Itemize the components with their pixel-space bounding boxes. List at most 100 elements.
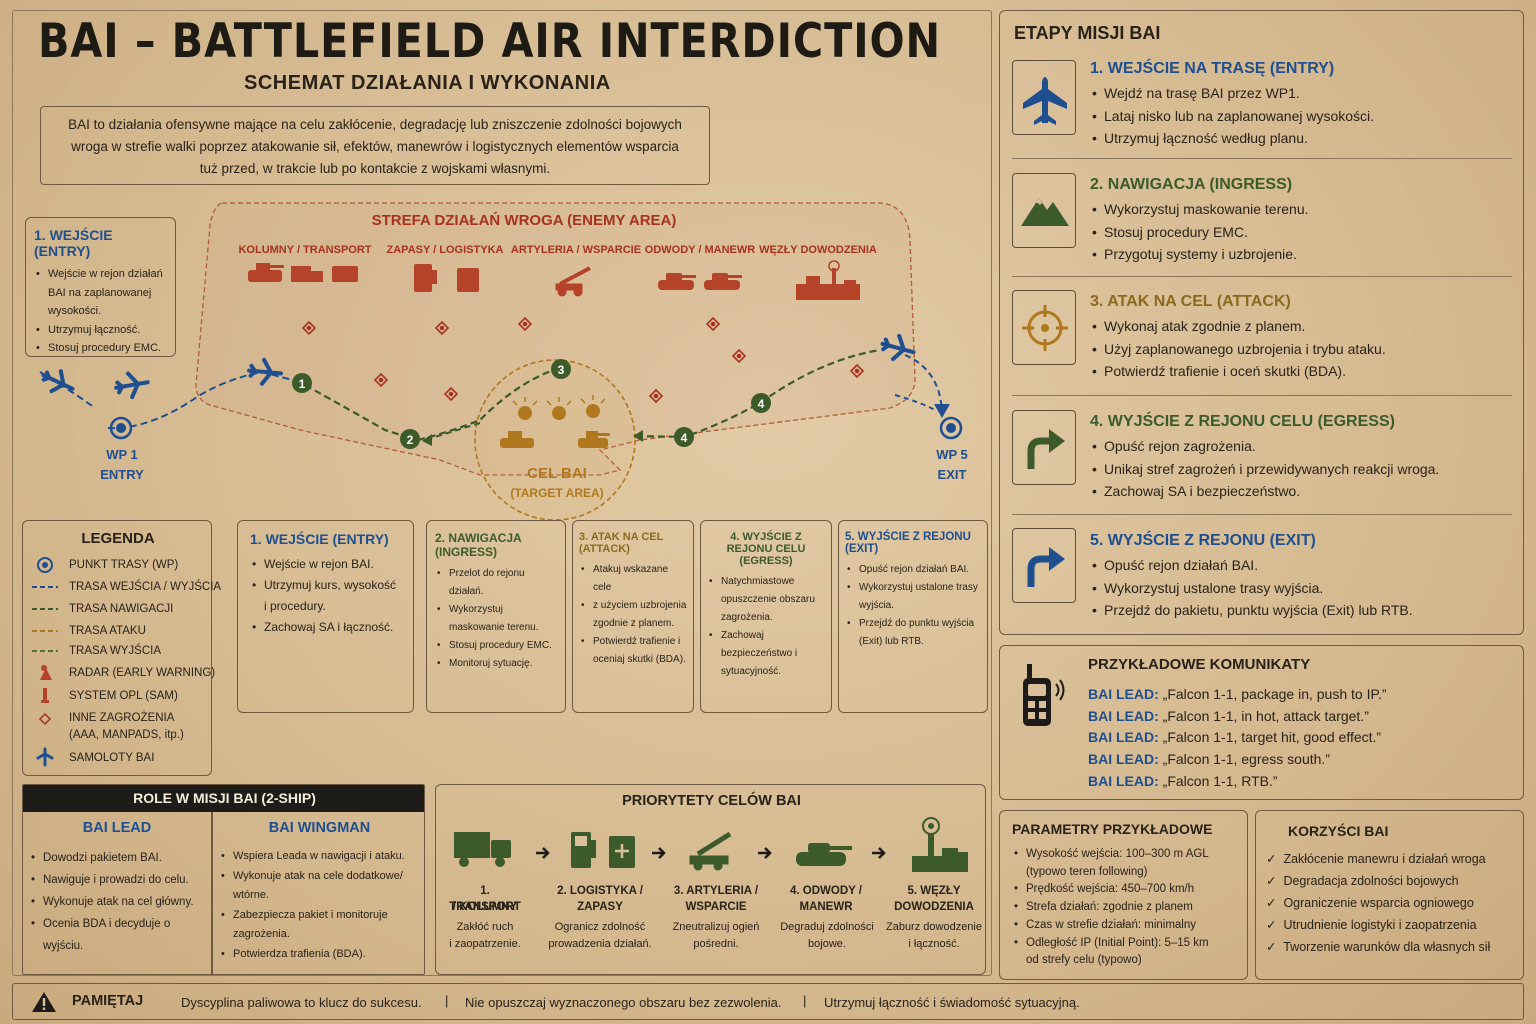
stage-title: 4. WYJŚCIE Z REJONU CELU (EGRESS) [1090, 413, 1395, 430]
supply-icon [414, 264, 479, 292]
legend-box: LEGENDA [22, 520, 212, 776]
stage-item: Potwierdź trafienie i oceń skutki (BDA). [1090, 360, 1386, 383]
wp1-label: WP 1 [106, 447, 138, 462]
enemy-category-label: ARTYLERIA / WSPARCIE [511, 244, 641, 256]
lead-title: BAI LEAD [82, 820, 152, 836]
stage-card-item: Wejście w rejon BAI. [250, 554, 401, 575]
turn-arrow-icon [1027, 429, 1065, 469]
priority-desc: Zakłóć ruch [456, 921, 514, 933]
step-marker: 3 [551, 359, 571, 379]
wingman-title: BAI WINGMAN [268, 820, 371, 836]
enemy-area-title: STREFA DZIAŁAŃ WROGA (ENEMY AREA) [372, 212, 677, 229]
wingman-item: Wykonuje atak na cele dodatkowe/ wtórne. [219, 867, 424, 906]
waypoint-icon [109, 416, 133, 440]
comms-line: BAI LEAD: „Falcon 1-1, RTB.” [1088, 772, 1278, 789]
params-title: PARAMETRY PRZYKŁADOWE [1012, 821, 1213, 837]
reserves-tank-icon [658, 273, 742, 290]
stage-item: Opuść rejon działań BAI. [1090, 554, 1413, 577]
roles-divider [211, 812, 213, 974]
sam-icon [41, 688, 49, 703]
priority-desc: Ogranicz zdolność [554, 921, 646, 933]
footer-bar [12, 983, 1524, 1020]
left-frame [12, 10, 992, 976]
priority-label: 2. LOGISTYKA / [557, 885, 643, 897]
benefits-box: KORZYŚCI BAI [1255, 810, 1524, 980]
lead-item: Ocenia BDA i decyduje o wyjściu. [29, 913, 209, 957]
step-marker: 4 [751, 393, 771, 413]
benefit-item: ✓ Zakłócenie manewru i działań wroga [1266, 852, 1486, 866]
priority-label: 3. ARTYLERIA / [673, 885, 759, 897]
legend-item: SYSTEM OPL (SAM) [69, 690, 178, 702]
crosshair-icon [1022, 305, 1068, 351]
svg-text:1: 1 [299, 377, 306, 391]
check-icon: ✓ [1266, 940, 1277, 954]
comms-line: BAI LEAD: „Falcon 1-1, package in, push … [1088, 686, 1387, 702]
tank-icon [796, 843, 852, 866]
intro-line: wroga w strefie walki poprzez atakowanie… [71, 139, 679, 154]
page-title: BAI – BATTLEFIELD AIR INTERDICTION [38, 14, 942, 69]
waypoint-icon [939, 416, 963, 440]
footer-label: PAMIĘTAJ [72, 993, 144, 1009]
priority-label: 1. TRANSPORT [449, 885, 521, 913]
stage-card-item: Utrzymuj kurs, wysokość i procedury. [250, 575, 401, 617]
lead-item: Dowodzi pakietem BAI. [29, 847, 209, 869]
stage-item: Lataj nisko lub na zaplanowanej wysokośc… [1090, 105, 1374, 128]
priority-desc: i łączność. [908, 938, 960, 950]
stage-item: Użyj zaplanowanego uzbrojenia i trybu at… [1090, 338, 1386, 361]
benefit-item: ✓ Tworzenie warunków dla własnych sił [1266, 940, 1491, 954]
param-item: Czas w strefie działań: minimalny [1012, 917, 1235, 935]
svg-text:3: 3 [558, 363, 565, 377]
wingman-item: Zabezpiecza pakiet i monitoruje zagrożen… [219, 906, 424, 945]
stage-divider [1012, 276, 1512, 277]
params-box: PARAMETRY PRZYKŁADOWE Wysokość wejścia: … [999, 810, 1248, 980]
param-item: Strefa działań: zgodnie z planem [1012, 899, 1235, 917]
aircraft-icon [36, 747, 54, 767]
wp1-sublabel: ENTRY [100, 467, 144, 482]
stage-divider [1012, 514, 1512, 515]
comms-line: BAI LEAD: „Falcon 1-1, egress south.” [1088, 751, 1330, 768]
enemy-category-label: KOLUMNY / TRANSPORT [238, 244, 371, 256]
aircraft-icon [247, 357, 283, 386]
aircraft-icon [41, 369, 75, 394]
stage-icon-tile [1012, 173, 1076, 248]
step-marker: 4 [674, 427, 694, 447]
legend-item: SAMOLOTY BAI [69, 752, 155, 764]
legend-item: INNE ZAGROŻENIA [69, 712, 175, 724]
stage-card: 1. WEJŚCIE (ENTRY) Wejście w rejon BAI. … [237, 520, 414, 713]
stage-card-title: 4. WYJŚCIE Z REJONU CELU [726, 531, 806, 555]
footer-item: Utrzymuj łączność i świadomość sytuacyjn… [824, 995, 1080, 1010]
threat-diamond-icon [301, 316, 865, 404]
stage-title: 5. WYJŚCIE Z REJONU (EXIT) [1090, 532, 1316, 549]
stage-card: 3. ATAK NA CEL (ATTACK) Atakuj wskazane … [572, 520, 694, 713]
priority-desc: i zaopatrzenie. [449, 938, 521, 950]
priority-desc: Zaburz dowodzenie [885, 921, 982, 933]
egress-route [635, 348, 881, 439]
priority-label: MANEWR [799, 901, 853, 913]
legend-item: TRASA NAWIGACJI [69, 603, 174, 615]
stage-card: 4. WYJŚCIE Z REJONU CELU (EGRESS) Natych… [700, 520, 832, 713]
check-icon: ✓ [1266, 852, 1277, 866]
map-entry-item: Wejście w rejon działań BAI na zaplanowa… [34, 265, 167, 321]
stage-card-item: Wykorzystuj maskowanie terenu. [435, 601, 557, 637]
stages-panel [999, 10, 1524, 635]
roles-title: ROLE W MISJI BAI (2-SHIP) [23, 785, 424, 812]
stage-card-item: Atakuj wskazane cele [579, 561, 687, 597]
priority-label: DOWODZENIA [894, 901, 974, 913]
comms-list: BAI LEAD: „Falcon 1-1, package in, push … [1088, 684, 1387, 793]
map-entry-box: 1. WEJŚCIE (ENTRY) Wejście w rejon dział… [25, 217, 176, 357]
step-marker: 1 [292, 373, 312, 393]
priority-label: WSPARCIE [685, 901, 747, 913]
stage-icon-tile [1012, 60, 1076, 135]
convoy-icon [248, 263, 358, 282]
stage-item: Wykorzystuj maskowanie terenu. [1090, 198, 1309, 221]
fuel-supply-icon [571, 832, 635, 868]
stage-icon-tile [1012, 528, 1076, 603]
wp5-label: WP 5 [936, 447, 968, 462]
stage-card-item: Monitoruj sytuację. [435, 655, 557, 673]
wingman-item: Potwierdza trafienia (BDA). [219, 945, 424, 965]
svg-text:4: 4 [681, 431, 688, 445]
benefits-title: KORZYŚCI BAI [1288, 823, 1389, 839]
priority-desc: bojowe. [808, 938, 846, 950]
map-entry-title: 1. WEJŚCIE (ENTRY) [34, 227, 113, 259]
explosion-icon [518, 404, 600, 420]
